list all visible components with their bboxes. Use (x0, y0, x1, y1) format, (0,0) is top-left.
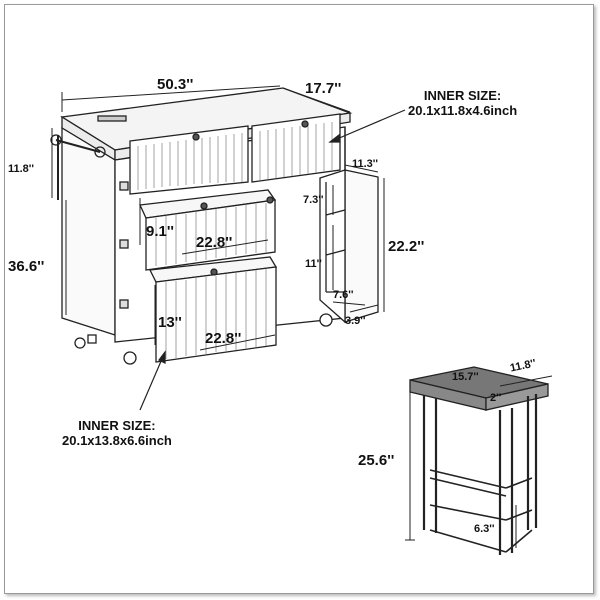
towel-bar (50, 134, 106, 200)
inner-size-top-note: INNER SIZE: 20.1x11.8x4.6inch (408, 88, 517, 118)
upper-drawer-height-label: 9.1'' (146, 223, 174, 240)
lower-drawer-height-label: 13'' (158, 314, 182, 331)
middle-drawer-open (139, 189, 277, 271)
cart-depth-label: 17.7'' (305, 80, 342, 97)
inner-size-bottom-value: 20.1x13.8x6.6inch (62, 433, 172, 448)
lower-drawer-open (149, 256, 278, 363)
upper-drawer-width-label: 22.8'' (196, 234, 233, 251)
leader-lines (139, 109, 406, 411)
stool (409, 366, 549, 555)
casters (74, 313, 333, 365)
inner-size-bottom-note: INNER SIZE: 20.1x13.8x6.6inch (62, 418, 172, 448)
cabinet-depth-label: 11.3'' (352, 158, 379, 170)
shelf-lip-label: 3.9'' (345, 315, 366, 327)
shelf-depth-label: 7.6'' (333, 289, 354, 301)
shelf-lower-gap-label: 11'' (305, 258, 322, 270)
top-drawer-left (129, 125, 249, 195)
cabinet-height-label: 22.2'' (388, 238, 425, 255)
top-drawer-right (251, 113, 341, 183)
side-panel-details (119, 181, 129, 309)
lower-drawer-width-label: 22.8'' (205, 330, 242, 347)
cart-height-label: 36.6'' (8, 258, 45, 275)
inner-size-top-title: INNER SIZE: (423, 88, 502, 103)
stool-seat-thickness-label: 2'' (490, 392, 502, 404)
stool-height-label: 25.6'' (358, 452, 395, 469)
cart-side-height-label: 11.8'' (8, 163, 35, 175)
cart-dimension-lines (51, 85, 385, 351)
inner-size-top-value: 20.1x11.8x4.6inch (408, 103, 518, 118)
stool-width-label: 15.7'' (452, 371, 479, 383)
stool-footrest-height-label: 6.3'' (474, 523, 495, 535)
cart-width-label: 50.3'' (157, 76, 194, 93)
stool-dimension-lines (405, 375, 553, 548)
inner-size-bottom-title: INNER SIZE: (78, 418, 156, 433)
shelf-upper-gap-label: 7.3'' (303, 194, 324, 206)
